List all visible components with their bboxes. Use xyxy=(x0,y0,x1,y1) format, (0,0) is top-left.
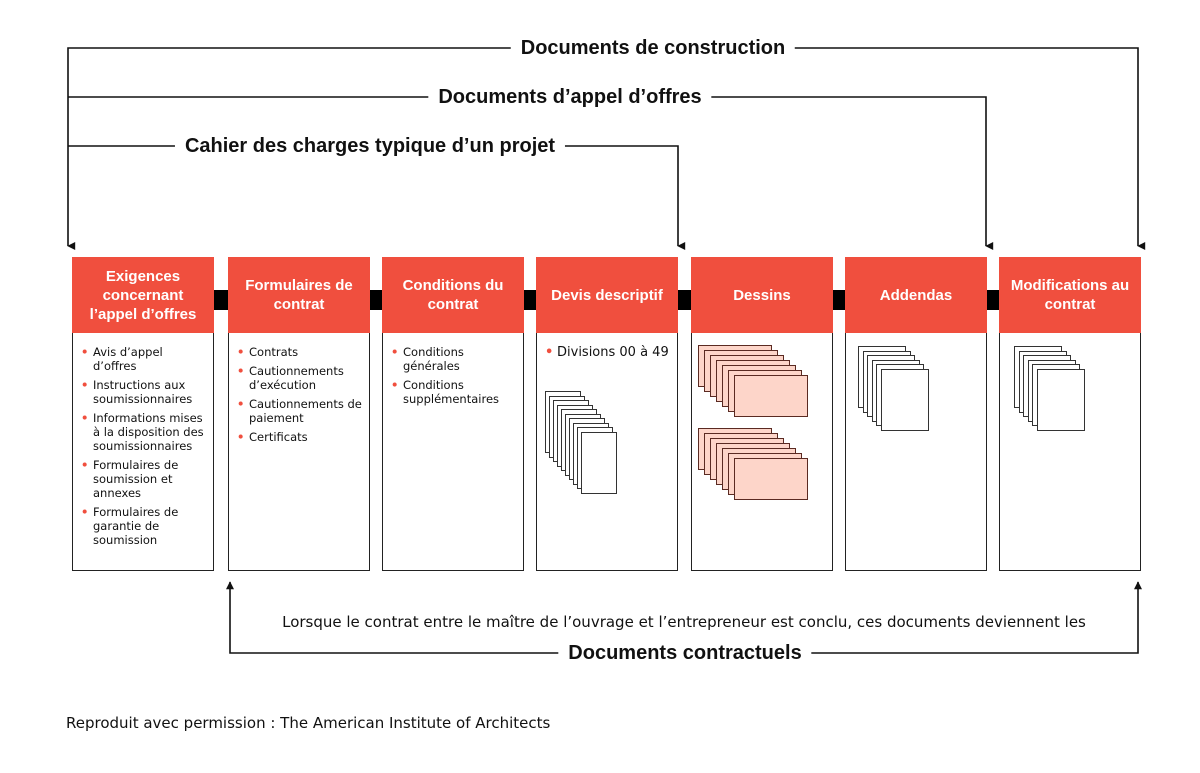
column-conditions-contrat: Conditions du contrat Conditions général… xyxy=(382,257,524,571)
column-body: Conditions générales Conditions suppléme… xyxy=(382,333,524,571)
column-header: Formulaires de contrat xyxy=(228,257,370,333)
list-item: Formulaires de soumission et annexes xyxy=(81,458,207,500)
column-addendas: Addendas xyxy=(845,257,987,571)
column-header: Exigences concernant l’appel d’offres xyxy=(72,257,214,333)
column-items: Divisions 00 à 49 xyxy=(537,333,677,361)
list-item: Formulaires de garantie de soumission xyxy=(81,505,207,547)
list-item: Cautionnements de paiement xyxy=(237,397,363,425)
column-header: Devis descriptif xyxy=(536,257,678,333)
list-item: Cautionnements d’exécution xyxy=(237,364,363,392)
list-item: Certificats xyxy=(237,430,363,444)
credit-text: Reproduit avec permission : The American… xyxy=(66,714,551,732)
column-modifications-contrat: Modifications au contrat xyxy=(999,257,1141,571)
contract-explanation-text: Lorsque le contrat entre le maître de l’… xyxy=(282,613,1086,631)
list-item: Informations mises à la disposition des … xyxy=(81,411,207,453)
list-item: Avis d’appel d’offres xyxy=(81,345,207,373)
document-sheet xyxy=(581,431,617,494)
column-items: Contrats Cautionnements d’exécution Caut… xyxy=(229,333,369,444)
column-header: Dessins xyxy=(691,257,833,333)
connector-1 xyxy=(214,290,228,310)
connector-5 xyxy=(831,290,845,310)
column-header: Conditions du contrat xyxy=(382,257,524,333)
list-item: Divisions 00 à 49 xyxy=(545,345,671,361)
column-exigences-appel-offres: Exigences concernant l’appel d’offres Av… xyxy=(72,257,214,571)
column-body xyxy=(845,333,987,571)
document-sheet xyxy=(880,368,929,431)
list-item: Contrats xyxy=(237,345,363,359)
column-items: Avis d’appel d’offres Instructions aux s… xyxy=(73,333,213,547)
connector-6 xyxy=(985,290,999,310)
column-body: Contrats Cautionnements d’exécution Caut… xyxy=(228,333,370,571)
drawing-sheet xyxy=(734,375,808,417)
column-header: Addendas xyxy=(845,257,987,333)
column-dessins: Dessins xyxy=(691,257,833,571)
label-documents-contractuels: Documents contractuels xyxy=(558,641,812,665)
column-formulaires-contrat: Formulaires de contrat Contrats Cautionn… xyxy=(228,257,370,571)
connector-3 xyxy=(522,290,536,310)
list-item: Instructions aux soumissionnaires xyxy=(81,378,207,406)
drawing-sheet xyxy=(734,458,808,500)
label-documents-appel-offres: Documents d’appel d’offres xyxy=(428,85,712,109)
bracket-cahier-line xyxy=(68,145,686,250)
label-cahier-charges: Cahier des charges typique d’un projet xyxy=(174,134,566,158)
list-item: Conditions supplémentaires xyxy=(391,378,517,406)
connector-2 xyxy=(368,290,382,310)
column-devis-descriptif: Devis descriptif Divisions 00 à 49 xyxy=(536,257,678,571)
column-header: Modifications au contrat xyxy=(999,257,1141,333)
column-items: Conditions générales Conditions suppléme… xyxy=(383,333,523,406)
label-documents-construction: Documents de construction xyxy=(510,36,796,60)
column-body: Divisions 00 à 49 xyxy=(536,333,678,571)
column-body xyxy=(999,333,1141,571)
column-body xyxy=(691,333,833,571)
column-body: Avis d’appel d’offres Instructions aux s… xyxy=(72,333,214,571)
connector-4 xyxy=(677,290,691,310)
list-item: Conditions générales xyxy=(391,345,517,373)
document-sheet xyxy=(1036,368,1085,431)
bracket-appel-offres-line xyxy=(68,96,994,250)
